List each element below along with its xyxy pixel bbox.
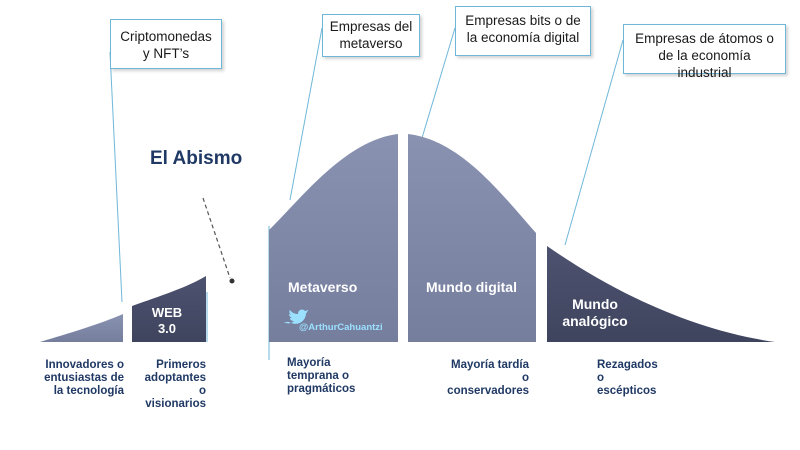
- callout-empresas-atomos: Empresas de átomos o de la economía indu…: [623, 24, 786, 80]
- label-mayoria-tardia: Mayoría tardía o conservadores: [447, 359, 529, 397]
- segment-innovadores: [40, 314, 123, 342]
- callout-empresas-bits: Empresas bits o de la economía digital: [455, 6, 591, 56]
- label-mayoria-temprana: Mayoría temprana o pragmáticos: [287, 357, 356, 395]
- callout-empresas-metaverso: Empresas del metaverso: [322, 14, 420, 57]
- segment-label-metaverso: Metaverso: [288, 279, 358, 295]
- segment-metaverso: [269, 134, 398, 342]
- connector-line-crypto: [109, 51, 123, 303]
- label-primeros-adoptantes: Primeros adoptantes o visionarios: [144, 359, 206, 410]
- abismo-pointer: [202, 197, 231, 279]
- abismo-dot: [229, 278, 235, 284]
- segment-mundo-digital: [408, 134, 536, 342]
- segment-mundo-analogico: [547, 246, 775, 342]
- label-rezagados: Rezagados o escépticos: [597, 359, 658, 397]
- twitter-handle: @ArthurCahuantzi: [299, 322, 383, 333]
- segment-label-web3: WEB 3.0: [151, 305, 183, 336]
- callout-criptomonedas: Criptomonedas y NFT’s: [110, 19, 222, 69]
- twitter-icon: [284, 309, 308, 324]
- abismo-title: El Abismo: [150, 148, 243, 169]
- segment-label-mundo-analogico: Mundo analógico: [562, 296, 628, 329]
- connector-line-atomos: [564, 39, 624, 246]
- connector-line-metaverso: [289, 27, 323, 201]
- label-innovadores: Innovadores o entusiastas de la tecnolog…: [44, 359, 124, 397]
- segment-label-mundo-digital: Mundo digital: [426, 279, 517, 295]
- connector-line-bits: [421, 27, 456, 139]
- segment-web3: [132, 276, 206, 342]
